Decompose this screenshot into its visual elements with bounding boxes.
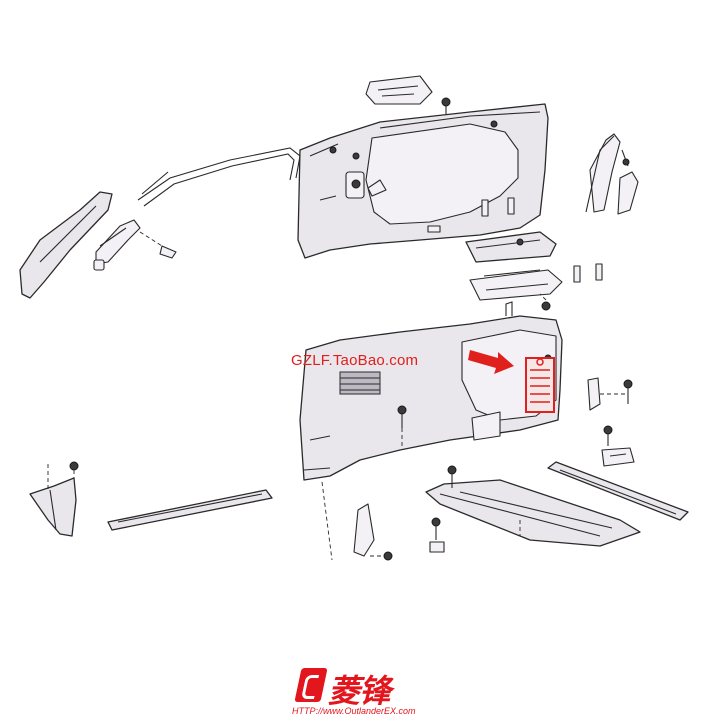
bottom-clip [429,517,445,553]
logo-url: HTTP://www.OutlanderEX.com [292,706,416,716]
top-bracket [365,75,451,114]
logo-mark-icon [294,668,328,702]
highlighted-vent [525,357,555,413]
seatbelt-guide [585,133,639,215]
console-tray-cover [465,231,557,263]
jack-holder-bracket [469,263,603,311]
red-arrow-indicator [468,350,514,374]
rear-door-scuff-plate [107,489,273,531]
logo-chars: 菱锋 [328,672,391,710]
lower-panel-screw [397,405,407,446]
brand-logo: 菱锋 HTTP://www.OutlanderEX.com [290,668,440,720]
upper-quarter-trim-panel [297,103,549,259]
b-pillar-lower-trim [29,461,79,537]
a-pillar-trim [19,191,113,299]
assist-grip [93,219,177,271]
watermark-text: GZLF.TaoBao.com [291,352,419,369]
lower-quarter-trim-panel [299,301,563,481]
seatbelt-lower-anchor [321,481,393,561]
roof-weatherstrip [137,147,301,207]
underfloor-storage-tray [425,465,641,547]
side-trim-clip [587,377,633,411]
cargo-scuff-plate [547,461,689,521]
tie-down-bracket [601,425,635,467]
